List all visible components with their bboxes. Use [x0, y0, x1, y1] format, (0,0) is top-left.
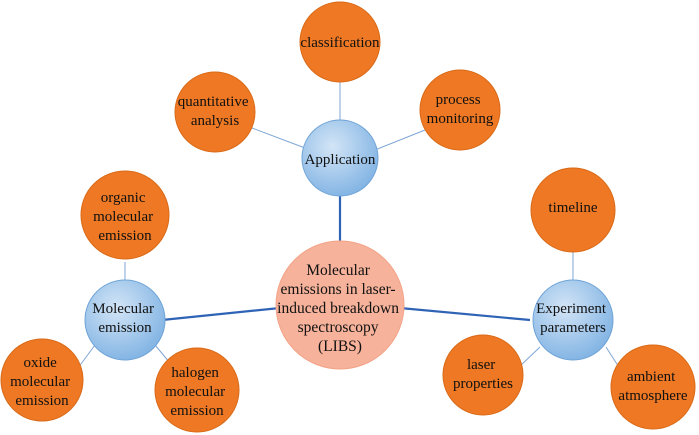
- center-label: Molecular emissions in laser- induced br…: [277, 262, 403, 355]
- leaf-classification: classification: [299, 1, 381, 83]
- leaf-halogen-molecular-emission: halogen molecular emission: [154, 347, 240, 433]
- center-node: Molecular emissions in laser- induced br…: [275, 240, 405, 370]
- link-center-molecular: [161, 306, 281, 322]
- svg-text:classification: classification: [300, 35, 380, 51]
- hub-application-label: Application: [305, 152, 376, 168]
- leaf-oxide-molecular-emission: oxide molecular emission: [0, 338, 84, 422]
- hub-molecular-label: Molecular emission: [92, 301, 157, 336]
- hub-experiment-label: Experiment parameters: [536, 301, 610, 336]
- link-application-quantitative: [251, 127, 306, 149]
- leaf-organic-molecular-emission: organic molecular emission: [80, 170, 170, 260]
- svg-text:laser properties: laser properties: [453, 357, 513, 392]
- leaf-laser-properties: laser properties: [442, 334, 524, 416]
- svg-text:halogen molecular: halogen molecular emission: [165, 365, 229, 419]
- leaf-process-monitoring: process monitoring: [419, 69, 501, 151]
- hub-molecular-emission: Molecular emission: [84, 279, 166, 361]
- leaf-quantitative-analysis: quantitative analysis: [174, 71, 256, 153]
- svg-text:process monitoring: process monitoring: [427, 92, 494, 127]
- svg-text:timeline: timeline: [548, 200, 597, 216]
- link-molecular-oxide: [77, 344, 96, 369]
- svg-text:ambient atmosphere: ambient atmosphere: [618, 369, 687, 404]
- svg-text:quantitative analysis: quantitative analysis: [178, 94, 253, 129]
- hub-application: Application: [301, 119, 379, 197]
- svg-text:oxide molecular em: oxide molecular emission: [10, 355, 74, 409]
- link-application-process: [374, 129, 426, 151]
- link-center-experiment: [399, 306, 531, 322]
- hub-experiment-parameters: Experiment parameters: [532, 279, 614, 361]
- connector-lines: [77, 82, 623, 373]
- leaf-timeline: timeline: [530, 167, 616, 253]
- svg-text:organic molecular: organic molecular emission: [93, 190, 157, 244]
- leaf-ambient-atmosphere: ambient atmosphere: [610, 344, 696, 430]
